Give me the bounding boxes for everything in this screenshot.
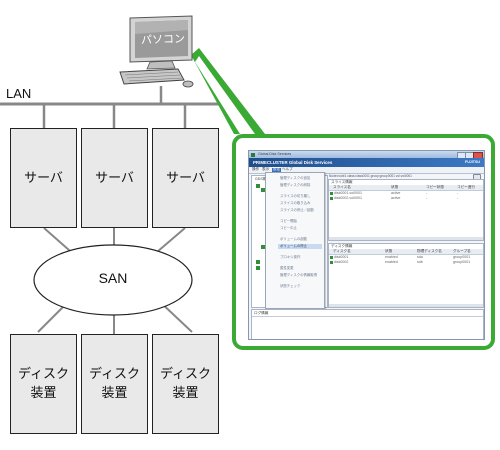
brand-logo: FUJITSU [465,160,480,164]
table-cell[interactable]: group0001 [453,260,471,264]
app-banner: PRIMECLUSTER Global Disk Services FUJITS… [249,158,484,167]
horizontal-scrollbar[interactable] [329,304,483,307]
table-cell[interactable]: sdb [417,260,423,264]
lan-label: LAN [6,86,32,101]
context-menu-item[interactable]: 管理ディスクの追加 [280,176,311,180]
row-status-icon [330,192,333,195]
context-menu-item[interactable]: ボリュームの起動 [280,237,308,241]
table-cell[interactable]: disk0002.vol0001 [334,196,362,200]
column-header[interactable]: 状態 [385,249,393,253]
log-panel: ログ情報 [251,309,484,339]
row-status-icon [330,197,333,200]
context-menu-item[interactable]: 管理ディスクの削除 [280,183,311,187]
table-cell[interactable]: disk0001.vol0001 [334,191,362,195]
menu-settings[interactable]: 設定 [272,167,282,172]
table-cell[interactable]: - [426,196,428,200]
column-header[interactable]: コピー進行 [457,185,475,189]
path-label: Node:node1 class:class0001 group:group00… [329,174,412,178]
table-cell[interactable]: group0001 [453,255,471,259]
server-box: サーバ [81,128,148,228]
table-cell[interactable]: active [391,196,401,200]
tree-node-icon[interactable] [256,184,260,188]
context-menu-item[interactable]: スライスの停止／起動 [280,208,314,212]
log-header-rule [252,316,483,317]
slice-table-caption: スライス情報 [331,180,353,184]
context-menu-item[interactable]: コピー中止 [280,226,297,230]
window-title: Global Disk Services [258,152,292,156]
table-cell[interactable]: enabled [385,255,398,259]
disk-table: ディスク情報 ディスク名 状態 物理ディスク名 グループ名 disk0001 e… [328,243,484,308]
table-cell[interactable]: enabled [385,260,398,264]
server-box: サーバ [152,128,219,228]
column-header[interactable]: 物理ディスク名 [417,249,442,253]
disk-table-caption: ディスク情報 [331,244,353,248]
menu-operation[interactable]: 操作 [252,167,260,172]
san-ellipse [33,244,193,316]
menu-help[interactable]: ヘルプ [282,167,293,172]
banner-title: PRIMECLUSTER Global Disk Services [253,159,333,165]
tree-node-icon[interactable] [256,266,260,270]
table-cell[interactable]: - [457,196,459,200]
table-cell[interactable]: disk0002 [334,260,349,264]
context-menu-item[interactable]: プロキシ操作 [280,255,301,259]
san-label: SAN [98,270,128,286]
table-cell[interactable]: active [391,191,401,195]
disk-device-box: ディスク 装置 [81,334,148,434]
window-app-icon [251,152,255,157]
menu-bar: 操作 表示 設定 ヘルプ [249,167,484,174]
slice-table: スライス情報 スライス名 状態 コピー状態 コピー進行 disk0001.vol… [328,179,484,241]
table-cell[interactable]: sda [417,255,423,259]
column-header[interactable]: コピー状態 [426,185,444,189]
context-menu-highlight [278,243,322,249]
log-caption: ログ情報 [254,310,269,315]
disk-device-box: ディスク 装置 [10,334,77,434]
column-header[interactable]: 状態 [391,185,399,189]
server-box: サーバ [10,128,77,228]
column-header[interactable]: ディスク名 [333,249,351,253]
callout-pointer-inner [195,56,255,134]
context-menu: 管理ディスクの追加 管理ディスクの削除 スライスの切り離し スライスの取り込み … [265,172,325,309]
row-status-icon [330,261,333,264]
column-header[interactable]: グループ名 [453,249,471,253]
context-menu-item[interactable]: 属性変更 [280,266,294,270]
context-menu-item-selected[interactable]: ボリュームの停止 [280,244,308,248]
horizontal-scrollbar[interactable] [329,237,483,240]
table-header-row [329,185,483,191]
context-menu-item[interactable]: コピー開始 [280,219,297,223]
callout-pointer [191,48,265,134]
table-header-row [329,249,483,255]
computer-icon [119,15,194,88]
row-status-icon [330,256,333,259]
table-cell[interactable]: disk0001 [334,255,349,259]
context-menu-item[interactable]: 管理ディスクの情報取得 [280,273,318,277]
pc-label: パソコン [140,33,186,47]
gds-management-window: Global Disk Services PRIMECLUSTER Global… [248,150,485,340]
table-cell[interactable]: - [426,191,428,195]
context-menu-item[interactable]: スライスの取り込み [280,201,311,205]
context-menu-item[interactable]: 状態チェック [280,284,301,288]
table-cell[interactable]: - [457,191,459,195]
disk-device-box: ディスク 装置 [152,334,219,434]
tree-node-icon[interactable] [261,245,265,249]
column-header[interactable]: スライス名 [333,185,351,189]
menu-view[interactable]: 表示 [262,167,270,172]
context-menu-item[interactable]: スライスの切り離し [280,194,311,198]
tree-node-icon[interactable] [261,188,265,192]
window-titlebar: Global Disk Services [249,151,484,159]
tree-node-icon[interactable] [256,260,260,264]
